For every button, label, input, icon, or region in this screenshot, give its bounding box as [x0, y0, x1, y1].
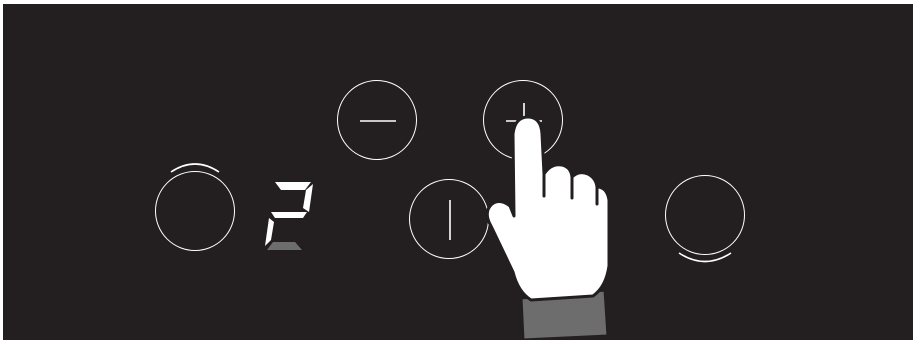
- display-segment-d: [267, 242, 302, 250]
- zone-selector-left-button[interactable]: [155, 171, 235, 251]
- pointing-hand-illustration: [3, 4, 913, 340]
- cooktop-control-panel: [3, 4, 913, 340]
- zone-selector-right-arc-icon: [3, 4, 913, 340]
- power-button[interactable]: [409, 179, 489, 259]
- zone-selector-left-arc-icon: [3, 4, 913, 340]
- power-level-display: [3, 4, 913, 340]
- zone-selector-right-button[interactable]: [665, 175, 745, 255]
- minus-button[interactable]: [337, 80, 417, 160]
- plus-button[interactable]: [483, 80, 563, 160]
- display-segment-b: [303, 184, 313, 212]
- minus-icon: [338, 81, 418, 161]
- display-segment-e: [265, 218, 274, 246]
- plus-icon: [484, 81, 564, 161]
- power-icon: [410, 180, 490, 260]
- display-segment-g: [271, 212, 307, 218]
- display-segment-a: [275, 182, 311, 190]
